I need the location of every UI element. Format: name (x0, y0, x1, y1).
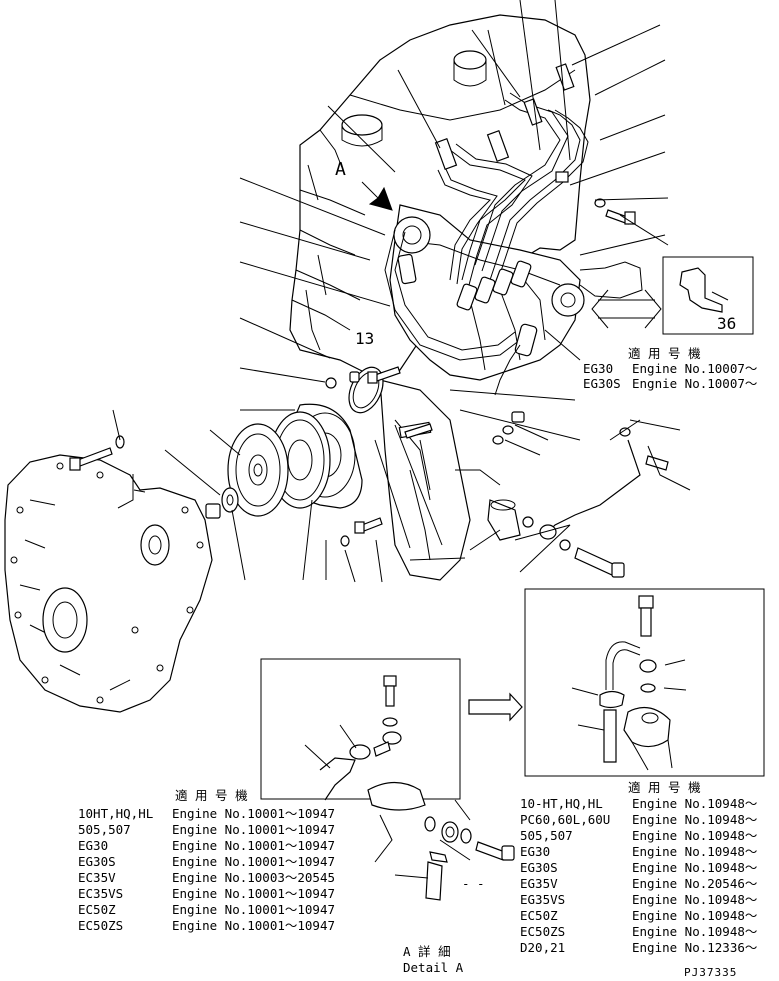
right-table-model: EG30S (520, 860, 558, 875)
left-table-model: EG30 (78, 838, 108, 853)
right-applicability-table: 適 用 号 機 10-HT,HQ,HL Engine No.10948～ PC6… (520, 780, 757, 955)
eg30-note-model: EG30 (583, 361, 613, 376)
detail-a-box-new (524, 588, 765, 777)
eg30-note-heading: 適 用 号 機 (628, 346, 701, 361)
detail-dash: - - (462, 876, 485, 891)
view-direction-arrow (361, 181, 393, 211)
part-36-box: 36 (662, 256, 754, 335)
left-table-model: EG30S (78, 854, 116, 869)
left-applicability-table: 適 用 号 機 10HT,HQ,HL Engine No.10001～10947… (78, 788, 335, 933)
right-table-model: EG30 (520, 844, 550, 859)
left-table-engine: Engine No.10001～10947 (172, 822, 335, 837)
detail-a-caption-jp: A 詳 細 (403, 944, 451, 959)
fuel-injection-pipes (384, 63, 589, 396)
right-table-model: EG35V (520, 876, 558, 891)
fasteners (69, 198, 669, 578)
view-a-label: A (335, 159, 346, 180)
eg30-note-engine: Engnie No.10007～ (632, 376, 757, 391)
left-table-engine: Engine No.10001～10947 (172, 806, 335, 821)
left-table-engine: Engine No.10001～10947 (172, 854, 335, 869)
right-table-engine: Engine No.10948～ (632, 828, 757, 843)
right-table-engine: Engine No.10948～ (632, 924, 757, 939)
eg30-detail-arrow (591, 289, 662, 329)
left-table-model: EC35VS (78, 886, 123, 901)
right-table-engine: Engine No.10948～ (632, 892, 757, 907)
right-table-engine: Engine No.10948～ (632, 860, 757, 875)
right-table-model: EC50Z (520, 908, 558, 923)
left-table-model: 10HT,HQ,HL (78, 806, 153, 821)
right-table-model: PC60,60L,60U (520, 812, 610, 827)
left-table-engine: Engine No.10001～10947 (172, 886, 335, 901)
detail-a-caption-en: Detail A (403, 960, 464, 975)
left-table-model: EC35V (78, 870, 116, 885)
right-table-model: EC50ZS (520, 924, 565, 939)
right-table-model: EG35VS (520, 892, 565, 907)
right-table-engine: Engine No.10948～ (632, 844, 757, 859)
leader-lines (112, 0, 691, 583)
right-table-engine: Engine No.10948～ (632, 908, 757, 923)
eg30-applicability-note: 適 用 号 機 EG30 Engine No.10007～ EG30S Engn… (583, 346, 757, 391)
detail-a-exploded-parts: - - (367, 781, 515, 901)
timing-gear-case (4, 454, 213, 713)
right-table-model: 505,507 (520, 828, 573, 843)
drawing-number: PJ37335 (684, 966, 737, 979)
part-36-label: 36 (717, 314, 736, 333)
right-table-model: D20,21 (520, 940, 565, 955)
left-table-model: EC50ZS (78, 918, 123, 933)
eg30-note-model: EG30S (583, 376, 621, 391)
drive-gear-assembly (205, 366, 384, 519)
part-13-label: 13 (355, 329, 374, 348)
left-table-engine: Engine No.10001～10947 (172, 918, 335, 933)
left-table-engine: Engine No.10001～10947 (172, 902, 335, 917)
left-table-model: EC50Z (78, 902, 116, 917)
left-table-engine: Engine No.10001～10947 (172, 838, 335, 853)
right-table-model: 10-HT,HQ,HL (520, 796, 603, 811)
right-table-engine: Engine No.10948～ (632, 796, 757, 811)
left-table-model: 505,507 (78, 822, 131, 837)
right-table-engine: Engine No.12336～ (632, 940, 757, 955)
right-table-engine: Engine No.20546～ (632, 876, 757, 891)
right-table-engine: Engine No.10948～ (632, 812, 757, 827)
left-table-heading: 適 用 号 機 (175, 788, 248, 803)
left-table-engine: Engine No.10003～20545 (172, 870, 335, 885)
detail-transition-arrow (468, 692, 523, 722)
right-table-heading: 適 用 号 機 (628, 780, 701, 795)
detail-a-box-old (260, 658, 461, 801)
eg30-note-engine: Engine No.10007～ (632, 361, 757, 376)
